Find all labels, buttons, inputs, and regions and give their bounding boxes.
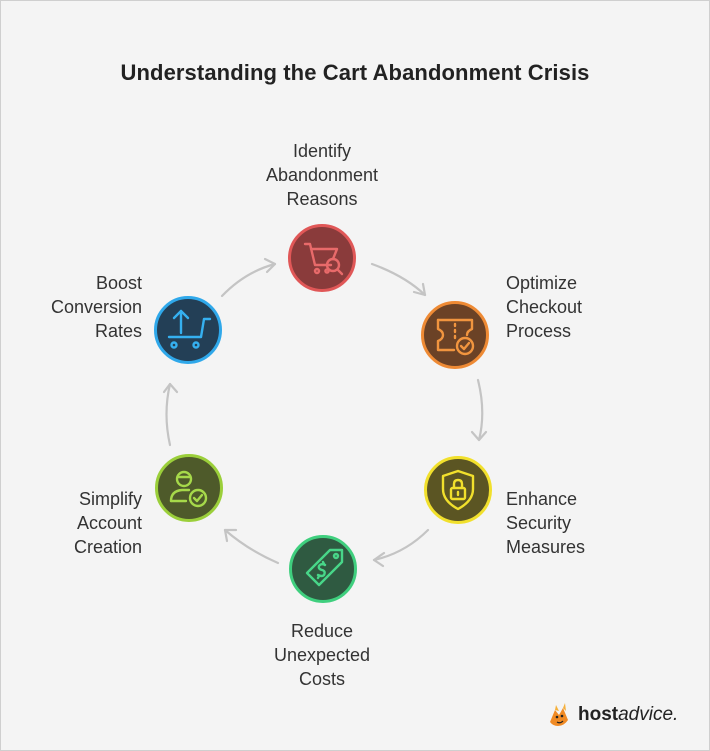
arrow-enhance-to-reduce [372, 528, 430, 562]
node-identify [288, 224, 356, 292]
arrow-optimize-to-enhance [476, 378, 484, 442]
arrow-boost-to-identify [220, 262, 277, 298]
logo-wordmark: hostadvice. [578, 704, 679, 725]
arrow-reduce-to-simplify [223, 528, 280, 565]
arrow-simplify-to-boost [165, 382, 172, 447]
node-optimize [421, 301, 489, 369]
ticket-check-icon [436, 318, 475, 356]
hostadvice-logo: hostadvice. [546, 700, 678, 730]
arrow-head-1 [412, 282, 427, 297]
node-simplify [155, 454, 223, 522]
node-enhance [424, 456, 492, 524]
node-boost [154, 296, 222, 364]
cart-upload-icon [167, 309, 212, 349]
fox-mascot-icon [550, 703, 568, 726]
price-tag-icon [305, 548, 344, 587]
arrow-head-4 [223, 528, 238, 543]
arrow-head-6 [263, 257, 277, 274]
node-reduce [289, 535, 357, 603]
shield-lock-icon [441, 469, 475, 511]
arrow-head-3 [372, 551, 386, 568]
arrow-head-2 [470, 430, 488, 442]
cart-search-icon [303, 242, 344, 276]
arrow-head-5 [162, 382, 179, 394]
page-title: Understanding the Cart Abandonment Crisi… [120, 60, 590, 85]
arrow-identify-to-optimize [370, 262, 427, 297]
user-check-icon [169, 470, 208, 508]
